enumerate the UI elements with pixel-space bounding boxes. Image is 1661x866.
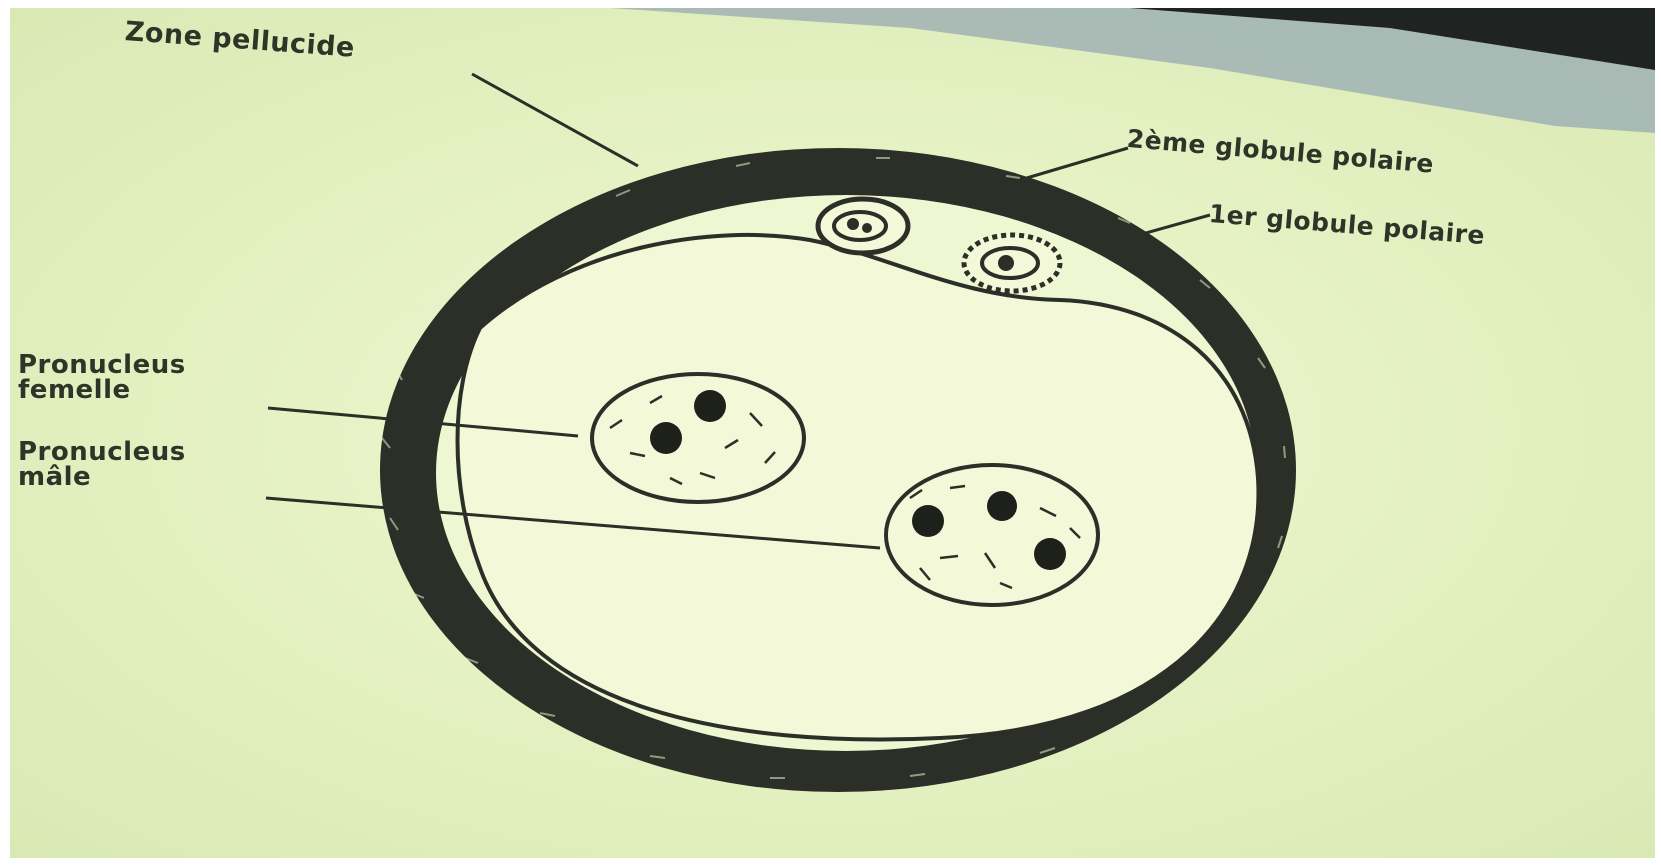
leader-first-polar-body [1135, 215, 1210, 236]
label-pronucleus-female-line1: Pronucleus [18, 353, 186, 378]
label-pronucleus-female-line2: femelle [18, 378, 186, 403]
label-pronucleus-male-line2: mâle [18, 465, 186, 490]
projected-slide: Zone pellucide 2ème globule polaire 1er … [10, 8, 1655, 858]
label-pronucleus-male-line1: Pronucleus [18, 440, 186, 465]
leader-second-polar-body [1020, 148, 1128, 180]
leader-zone-pellucide [472, 74, 638, 166]
label-pronucleus-female: Pronucleus femelle [18, 353, 186, 402]
label-pronucleus-male: Pronucleus mâle [18, 440, 186, 489]
zygote-diagram [10, 8, 1655, 858]
second-polar-body [818, 199, 908, 253]
female-pronucleus [592, 374, 804, 502]
male-pronucleus [886, 465, 1098, 605]
first-polar-body [964, 235, 1060, 291]
